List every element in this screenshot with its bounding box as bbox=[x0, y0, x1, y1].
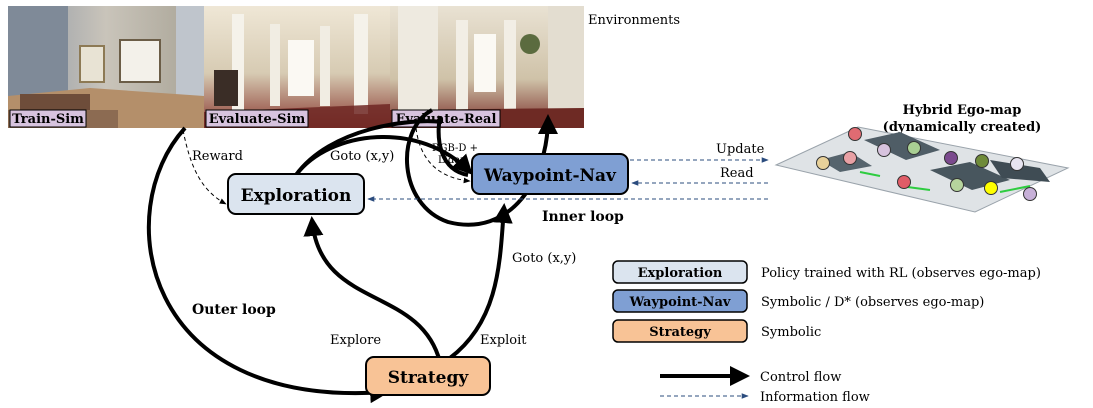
outer-loop-arrow bbox=[146, 126, 390, 404]
legend-exploration-name: Exploration bbox=[638, 266, 723, 281]
ego-map-marker bbox=[1010, 157, 1024, 171]
sensor-arrow bbox=[415, 127, 471, 184]
ego-map-marker bbox=[950, 178, 964, 192]
environments-heading: Environments bbox=[588, 13, 680, 28]
goto-right-label: Goto (x,y) bbox=[512, 251, 576, 266]
ego-map-subtitle: (dynamically created) bbox=[883, 120, 1042, 135]
photo-evaluate-sim bbox=[204, 6, 390, 128]
ego-map-marker bbox=[877, 143, 891, 157]
caption-evaluate-sim-bg bbox=[205, 109, 309, 128]
legend-control-flow-label: Control flow bbox=[760, 370, 841, 385]
ego-map-marker bbox=[907, 141, 921, 155]
legend-waypoint-swatch bbox=[612, 289, 748, 313]
reward-label: Reward bbox=[192, 149, 243, 164]
rgbd-label-line1: RGB-D + bbox=[432, 143, 478, 154]
ego-map-title: Hybrid Ego-map bbox=[903, 103, 1022, 118]
inner-loop-label: Inner loop bbox=[542, 209, 624, 225]
outer-loop-label: Outer loop bbox=[192, 302, 276, 318]
legend-information-flow-label: Information flow bbox=[760, 390, 870, 405]
legend-exploration-desc: Policy trained with RL (observes ego-map… bbox=[761, 266, 1041, 281]
goto-top-label: Goto (x,y) bbox=[330, 149, 394, 164]
waypoint-nav-node bbox=[471, 153, 629, 195]
reward-arrow bbox=[182, 129, 227, 205]
read-label: Read bbox=[720, 166, 754, 181]
update-label: Update bbox=[716, 142, 765, 157]
legend-strategy-swatch bbox=[612, 319, 748, 343]
exploration-node-label: Exploration bbox=[241, 186, 352, 206]
caption-train-sim: Train-Sim bbox=[12, 112, 84, 127]
ego-map-marker bbox=[944, 151, 958, 165]
ego-map-marker bbox=[897, 175, 911, 189]
legend-strategy-name: Strategy bbox=[649, 325, 711, 340]
caption-evaluate-sim: Evaluate-Sim bbox=[209, 112, 306, 127]
ego-map-marker bbox=[984, 181, 998, 195]
exploit-arrow bbox=[448, 203, 513, 360]
legend-strategy-desc: Symbolic bbox=[761, 325, 821, 340]
legend-waypoint-name: Waypoint-Nav bbox=[629, 295, 731, 310]
ego-map-marker bbox=[848, 127, 862, 141]
exploration-node bbox=[227, 173, 365, 215]
legend-exploration-swatch bbox=[612, 260, 748, 284]
photo-train-sim bbox=[8, 6, 204, 128]
ego-map-marker bbox=[843, 151, 857, 165]
ego-map-image bbox=[774, 126, 1070, 213]
ego-map-marker bbox=[975, 154, 989, 168]
waypoint-nav-node-label: Waypoint-Nav bbox=[483, 166, 617, 186]
caption-evaluate-real: Evaluate-Real bbox=[396, 112, 497, 127]
strategy-node bbox=[365, 356, 491, 396]
ego-map-marker bbox=[1023, 187, 1037, 201]
goto-top-arrow-head bbox=[294, 134, 473, 177]
explore-arrow bbox=[303, 216, 442, 363]
exploit-label: Exploit bbox=[480, 333, 527, 348]
caption-train-sim-bg bbox=[9, 109, 87, 128]
legend: Exploration Policy trained with RL (obse… bbox=[612, 260, 1041, 405]
rgbd-label-line2: Lidar bbox=[438, 155, 465, 166]
photo-evaluate-real bbox=[390, 6, 584, 128]
legend-waypoint-desc: Symbolic / D* (observes ego-map) bbox=[761, 295, 984, 310]
explore-label: Explore bbox=[330, 333, 381, 348]
strategy-node-label: Strategy bbox=[388, 368, 470, 388]
ego-map-marker bbox=[816, 156, 830, 170]
